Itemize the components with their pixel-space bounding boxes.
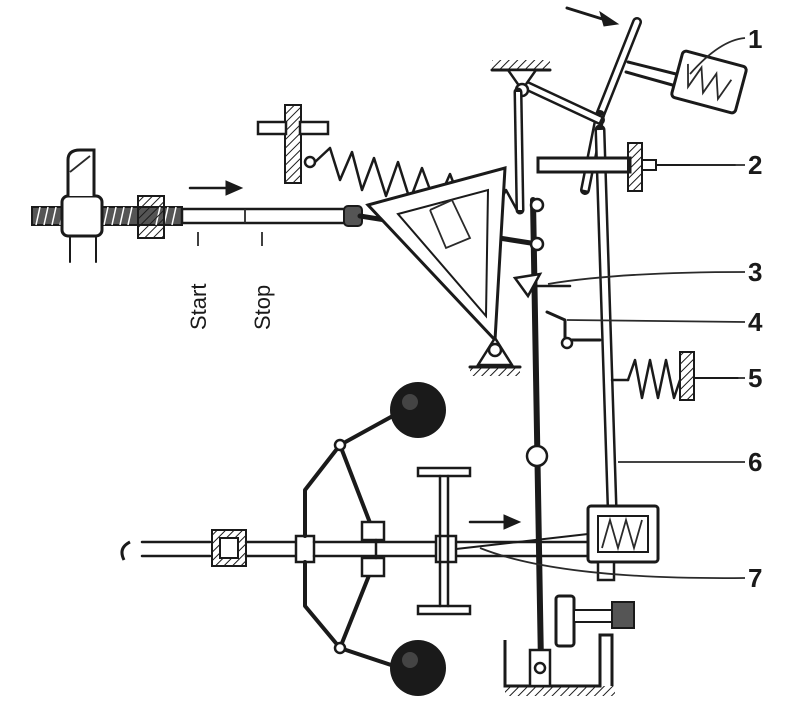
flyweight-lower xyxy=(390,640,446,696)
stop-label: Stop xyxy=(250,285,275,330)
ground-bracket xyxy=(503,633,615,696)
sliding-sleeve xyxy=(416,466,472,616)
top-direction-arrow xyxy=(565,6,620,27)
lever-4 xyxy=(545,310,602,350)
shaft-direction-arrow xyxy=(468,514,522,530)
frame-pivot-support xyxy=(468,335,522,376)
governor-shaft xyxy=(120,529,590,567)
spring-box-1 xyxy=(624,49,748,115)
joint-upper xyxy=(529,197,545,213)
spring-box-7 xyxy=(586,504,660,582)
top-pivot-support xyxy=(490,60,552,98)
sleeve-link xyxy=(455,533,589,550)
triangular-frame xyxy=(365,166,507,344)
callout-3: 3 xyxy=(748,257,762,287)
joint-lever xyxy=(529,236,545,252)
flyweight-frame xyxy=(303,410,402,670)
rack-direction-arrow xyxy=(188,180,244,196)
callout-6: 6 xyxy=(748,447,762,477)
start-label: Start xyxy=(186,284,211,330)
adjusting-screw xyxy=(554,594,635,648)
arm-3 xyxy=(512,272,572,299)
callout-leaders xyxy=(479,37,746,580)
start-stop-marks xyxy=(197,232,263,246)
callout-5: 5 xyxy=(748,363,762,393)
callout-7: 7 xyxy=(748,563,762,593)
callout-1: 1 xyxy=(748,24,762,54)
left-wall-bracket xyxy=(256,104,330,184)
control-rack xyxy=(31,148,540,263)
rod-middle-joint xyxy=(525,444,549,468)
callout-2: 2 xyxy=(748,150,762,180)
callout-4: 4 xyxy=(748,307,763,337)
spring-5 xyxy=(610,351,739,401)
bracket-2 xyxy=(536,142,736,192)
flyweight-upper xyxy=(390,382,446,438)
